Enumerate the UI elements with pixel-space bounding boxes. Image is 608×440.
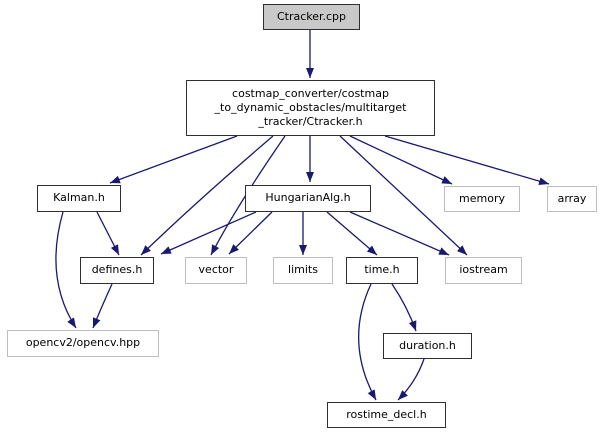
node-time-h[interactable]: time.h <box>346 257 418 284</box>
edge-ctracker-h-to-array <box>384 135 550 186</box>
edge-hungarianalg-h-to-vector <box>228 211 273 255</box>
node-memory: memory <box>444 186 520 212</box>
node-hungarianalg-h[interactable]: HungarianAlg.h <box>245 185 371 212</box>
edge-kalman-h-to-opencv2-opencv-hpp <box>55 211 77 329</box>
edge-time-h-to-rostime-decl-h <box>358 283 377 401</box>
edge-time-h-to-duration-h <box>391 283 417 332</box>
node-kalman-h[interactable]: Kalman.h <box>37 185 121 212</box>
node-array: array <box>547 186 597 212</box>
edge-duration-h-to-rostime-decl-h <box>397 358 425 401</box>
node-duration-h[interactable]: duration.h <box>383 333 472 359</box>
edge-ctracker-h-to-kalman-h <box>109 135 238 184</box>
node-ctracker-h[interactable]: costmap_converter/costmap _to_dynamic_ob… <box>186 80 435 136</box>
edge-hungarianalg-h-to-time-h <box>326 211 378 256</box>
edge-defines-h-to-opencv2-opencv-hpp <box>92 283 113 329</box>
node-rostime-decl-h[interactable]: rostime_decl.h <box>327 402 446 428</box>
node-ctracker-cpp: Ctracker.cpp <box>263 4 360 30</box>
node-opencv2-opencv-hpp: opencv2/opencv.hpp <box>7 330 159 357</box>
node-limits: limits <box>273 257 333 284</box>
node-vector: vector <box>185 257 247 284</box>
edge-kalman-h-to-defines-h <box>96 211 120 256</box>
edge-hungarianalg-h-to-iostream <box>349 211 450 256</box>
node-defines-h[interactable]: defines.h <box>80 257 154 284</box>
node-iostream: iostream <box>445 257 522 284</box>
edge-ctracker-h-to-memory <box>349 135 453 185</box>
edge-hungarianalg-h-to-defines-h <box>160 211 257 255</box>
